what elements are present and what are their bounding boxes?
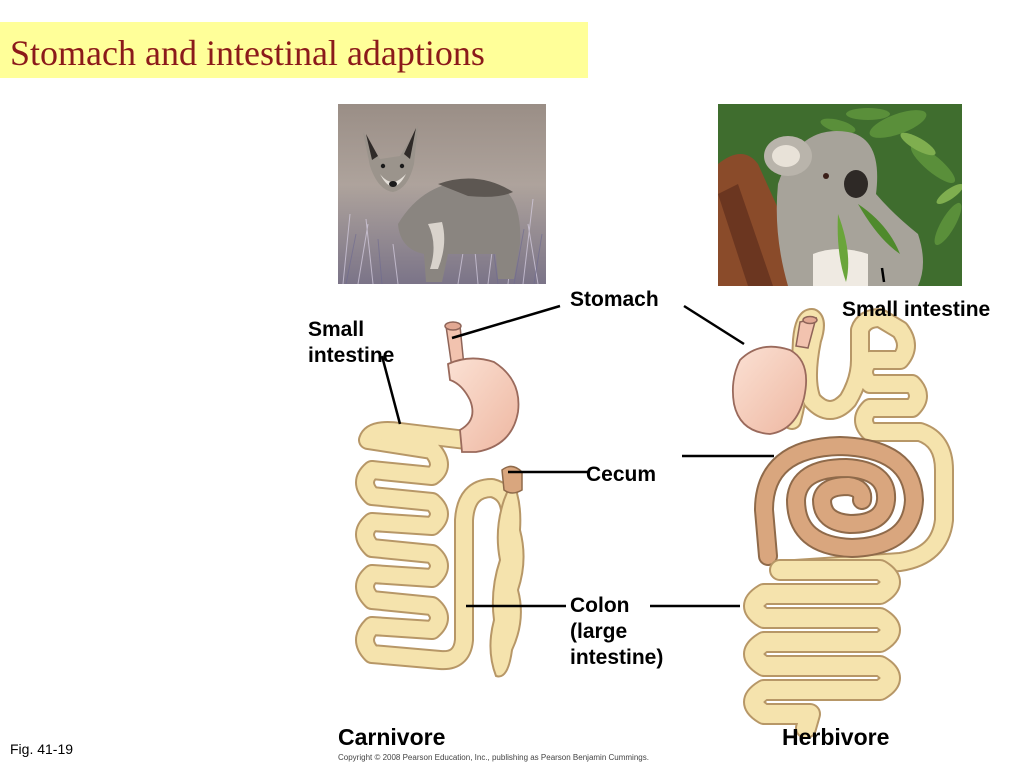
cecum-label: Cecum: [586, 463, 657, 486]
title-banner: Stomach and intestinal adaptions: [0, 22, 588, 78]
herbivore-label: Herbivore: [782, 724, 890, 750]
stomach-label: Stomach: [570, 288, 659, 311]
carnivore-tract: [355, 304, 588, 678]
small-intestine-herbivore-label: Small intestine: [842, 298, 991, 321]
figure-reference: Fig. 41-19: [10, 741, 74, 757]
slide-title: Stomach and intestinal adaptions: [10, 33, 485, 73]
koala-photo: [718, 104, 962, 286]
carnivore-label: Carnivore: [338, 724, 446, 750]
copyright-notice: Copyright © 2008 Pearson Education, Inc.…: [338, 753, 649, 762]
small-intestine-carnivore-label: Small intestine: [308, 318, 395, 367]
coyote-photo: [338, 104, 546, 284]
colon-label: Colon (large intestine): [570, 594, 664, 669]
herbivore-tract: [650, 267, 954, 739]
